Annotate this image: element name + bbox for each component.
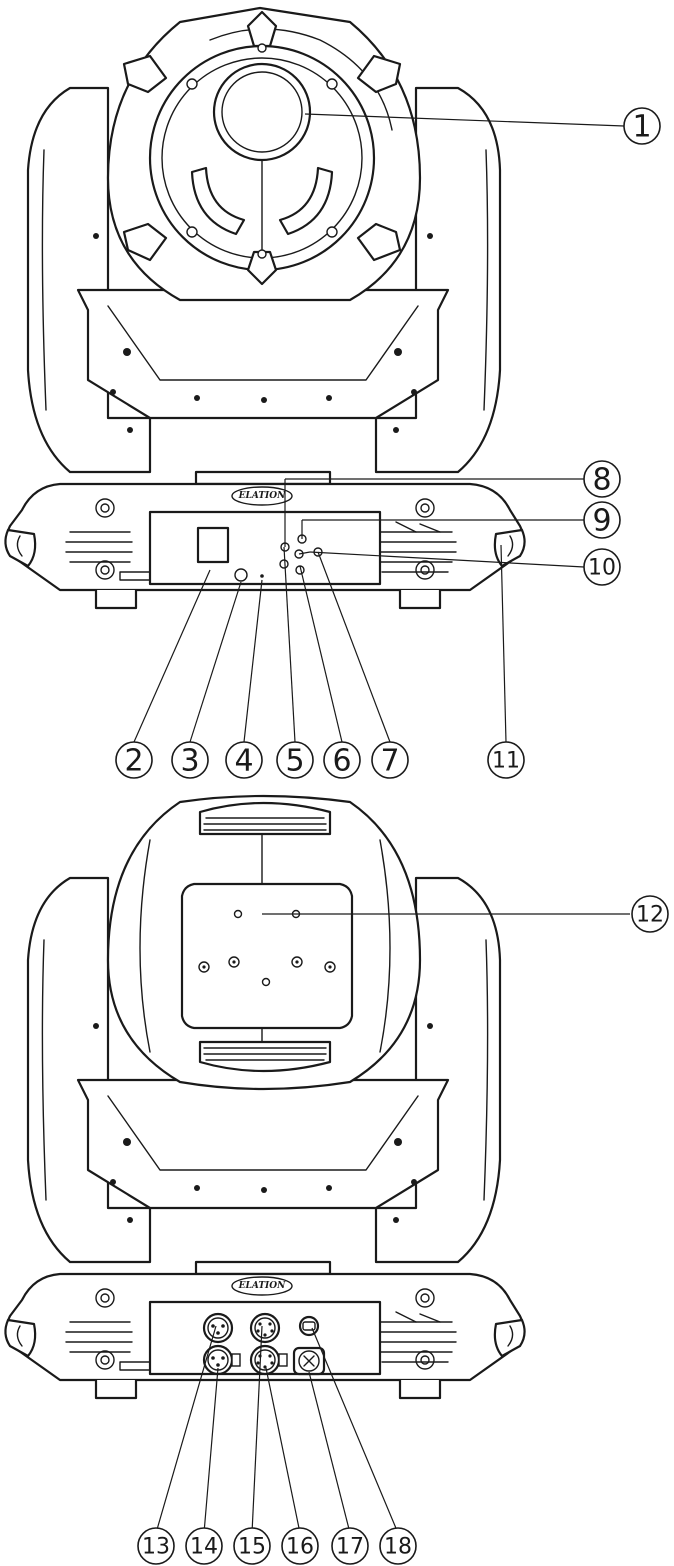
svg-text:18: 18 <box>384 1535 412 1560</box>
callout-15: 15 <box>233 1527 271 1565</box>
display-panel <box>196 526 230 564</box>
svg-text:13: 13 <box>142 1535 170 1560</box>
callout-2: 2 <box>115 741 153 779</box>
callout-12: 12 <box>631 895 669 933</box>
dmx-out-connector <box>202 1312 234 1344</box>
fuse-holder <box>298 1315 320 1337</box>
rear-view-base: ELATION <box>4 1272 526 1400</box>
callout-5: 5 <box>276 741 314 779</box>
svg-text:7: 7 <box>380 744 399 779</box>
svg-text:10: 10 <box>588 556 616 581</box>
svg-text:5: 5 <box>285 744 304 779</box>
brand-logo: ELATION <box>238 491 286 501</box>
status-led <box>260 574 264 578</box>
svg-text:16: 16 <box>286 1535 314 1560</box>
callout-10: 10 <box>583 548 621 586</box>
callout-3: 3 <box>171 741 209 779</box>
dmx5-in-connector <box>249 1344 288 1376</box>
brand-logo-rear: ELATION <box>238 1281 286 1291</box>
callout-8: 8 <box>583 460 621 498</box>
callout-4: 4 <box>225 741 263 779</box>
svg-text:9: 9 <box>592 504 611 539</box>
front-pivot <box>194 470 332 486</box>
callout-1: 1 <box>623 107 661 145</box>
dmx5-out-connector <box>249 1312 281 1344</box>
callouts: 1 8 9 10 2 3 4 5 6 7 11 12 13 14 15 16 1… <box>115 107 669 1565</box>
callout-13: 13 <box>137 1527 175 1565</box>
svg-text:14: 14 <box>190 1535 218 1560</box>
front-view-yoke <box>26 6 502 474</box>
svg-text:17: 17 <box>336 1535 364 1560</box>
callout-17: 17 <box>331 1527 369 1565</box>
svg-text:3: 3 <box>180 744 199 779</box>
power-in-connector <box>292 1346 326 1376</box>
callout-18: 18 <box>379 1527 417 1565</box>
ir-sensor <box>234 568 248 582</box>
svg-text:11: 11 <box>492 749 520 774</box>
dmx-in-connector <box>202 1344 241 1376</box>
front-view-base: ELATION <box>4 482 526 610</box>
svg-text:8: 8 <box>592 463 611 498</box>
callout-9: 9 <box>583 501 621 539</box>
rear-pivot <box>194 1260 332 1276</box>
svg-text:12: 12 <box>636 903 664 928</box>
rear-view-yoke <box>26 794 502 1264</box>
svg-text:15: 15 <box>238 1535 266 1560</box>
callout-14: 14 <box>185 1527 223 1565</box>
svg-text:1: 1 <box>632 110 651 145</box>
callout-7: 7 <box>371 741 409 779</box>
callout-6: 6 <box>323 741 361 779</box>
callout-16: 16 <box>281 1527 319 1565</box>
callout-11: 11 <box>487 741 525 779</box>
button-down <box>279 559 289 569</box>
svg-text:6: 6 <box>332 744 351 779</box>
svg-text:2: 2 <box>124 744 143 779</box>
svg-text:4: 4 <box>234 744 253 779</box>
leader-lines <box>133 113 630 1534</box>
